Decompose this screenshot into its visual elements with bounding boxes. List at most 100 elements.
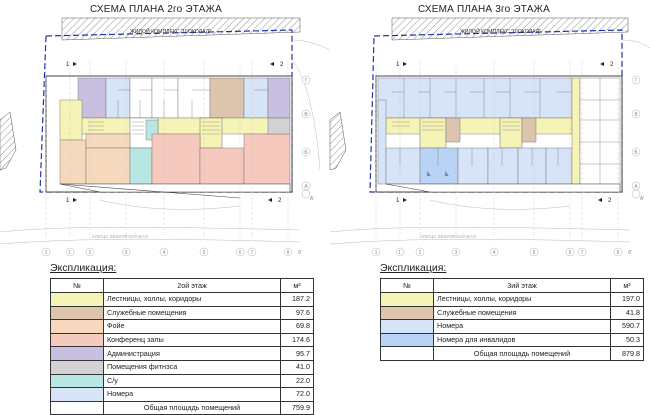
plan-floor-3: ♿ ♿ — [329, 17, 650, 257]
axis-label: 7 — [581, 250, 584, 256]
axis-label: 6 — [239, 250, 242, 256]
area-value: 72.0 — [280, 387, 314, 402]
conference-hall — [151, 133, 201, 185]
axis-label: Б — [634, 150, 638, 156]
axis-label: 4 — [493, 250, 496, 256]
room — [243, 77, 269, 119]
color-swatch — [50, 319, 104, 334]
axis-label: А — [304, 184, 308, 190]
color-swatch — [50, 332, 104, 348]
conference-hall — [243, 133, 291, 185]
side-building-hatch — [329, 111, 347, 171]
header-unit: м² — [280, 278, 314, 293]
section-mark-1: 1 — [66, 198, 70, 204]
area-value: 50.3 — [610, 332, 644, 348]
section-mark-2: 2 — [278, 198, 282, 204]
fitness — [267, 117, 291, 135]
accessible-room — [419, 147, 459, 185]
header-name: 2ой этаж — [103, 278, 281, 293]
room-administration — [267, 77, 291, 119]
axis-label: А — [634, 184, 638, 190]
header-unit: м² — [610, 278, 644, 293]
room-type-label: Номера для инвалидов — [433, 332, 611, 348]
service-room — [521, 117, 537, 143]
color-swatch — [50, 292, 104, 307]
complex-label-floor-3: ЖИЛОЙ КОМПЛЕКС "ШОКОЛАД" — [460, 27, 541, 35]
svg-text:♿: ♿ — [426, 171, 431, 178]
section-mark-1: 1 — [396, 198, 400, 204]
wc — [129, 147, 153, 185]
total-empty-cell — [380, 346, 434, 361]
plan-title-floor-3: СХЕМА ПЛАНА 3го ЭТАЖА — [418, 4, 550, 15]
total-value: 879.8 — [610, 346, 644, 361]
axis-label: 2 — [419, 250, 422, 256]
guest-room — [457, 147, 489, 185]
axis-label: 8' — [628, 250, 632, 256]
color-swatch — [50, 387, 104, 402]
room-type-label: С/у — [103, 373, 281, 389]
room — [129, 77, 153, 119]
table-header-row: № 3ий этаж м² — [380, 278, 644, 293]
table-header-row: № 2ой этаж м² — [50, 278, 314, 293]
stair-core — [499, 117, 523, 149]
room — [177, 77, 211, 119]
area-value: 95.7 — [280, 346, 314, 361]
area-value: 41.0 — [280, 359, 314, 375]
color-swatch — [380, 332, 434, 348]
header-name: 3ий этаж — [433, 278, 611, 293]
area-value: 174.6 — [280, 332, 314, 348]
corridor — [385, 117, 573, 135]
total-value: 759.9 — [280, 400, 314, 415]
room-type-label: Лестницы, холлы, коридоры — [433, 292, 611, 307]
axis-label: 8 — [287, 250, 290, 256]
color-swatch — [380, 319, 434, 334]
axis-label: Б — [304, 150, 308, 156]
area-value: 187.2 — [280, 292, 314, 307]
guest-room — [385, 147, 421, 185]
room-type-label: Фойе — [103, 319, 281, 334]
axis-label: А' — [310, 196, 314, 202]
color-swatch — [380, 305, 434, 321]
section-mark-2: 2 — [608, 198, 612, 204]
section-mark-2: 2 — [280, 62, 284, 68]
stair-core — [199, 117, 223, 149]
street-label-floor-2: УЛИЦА ЗЕМЛЯНОЙ ВАЛ — [92, 232, 148, 240]
axis-label: 3 — [125, 250, 128, 256]
corridor-right — [571, 77, 581, 185]
axis-label: 1' — [398, 250, 402, 256]
axis-label: 4 — [163, 250, 166, 256]
axis-label: А' — [640, 196, 644, 202]
axis-label: 3 — [455, 250, 458, 256]
axis-label: В — [304, 112, 308, 118]
lobby — [59, 99, 83, 141]
total-label: Общая площадь помещений — [103, 400, 281, 415]
room-type-label: Конференц залы — [103, 332, 281, 348]
guest-room — [487, 147, 519, 185]
area-value: 97.6 — [280, 305, 314, 321]
room-type-label: Номера — [433, 319, 611, 334]
axis-label: 5 — [533, 250, 536, 256]
guest-room — [545, 147, 573, 185]
axis-label: 8 — [617, 250, 620, 256]
area-value: 69.8 — [280, 319, 314, 334]
explication-title-floor-3: Экспликация: — [380, 262, 447, 274]
guest-rooms-top — [377, 77, 573, 119]
service-room — [445, 117, 461, 143]
color-swatch — [50, 359, 104, 375]
room-type-label: Лестницы, холлы, коридоры — [103, 292, 281, 307]
axis-label: 2 — [89, 250, 92, 256]
color-swatch — [50, 305, 104, 321]
room-type-label: Администрация — [103, 346, 281, 361]
stair-core — [419, 117, 447, 149]
floor-plans-drawing: ♿ ♿ — [0, 17, 650, 257]
room-type-label: Номера — [103, 387, 281, 402]
explication-title-floor-2: Экспликация: — [50, 262, 117, 274]
svg-text:♿: ♿ — [444, 171, 449, 178]
foyer — [85, 147, 131, 185]
area-value: 197.0 — [610, 292, 644, 307]
